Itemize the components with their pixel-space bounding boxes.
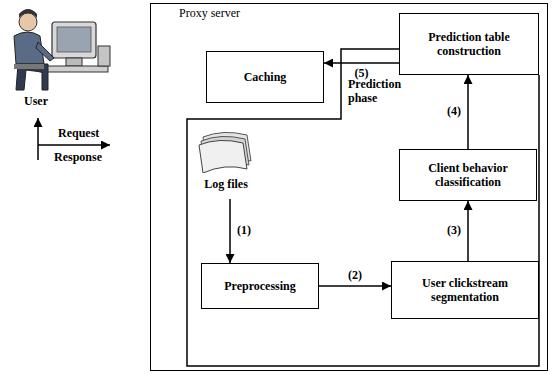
node-text: Client behavior classification: [406, 161, 530, 190]
process-box: Prediction table construction: [399, 13, 539, 75]
user-illustration: [14, 9, 110, 90]
node-text: Prediction phase: [348, 78, 408, 106]
request-label: Request: [58, 126, 99, 141]
response-label: Response: [54, 150, 102, 165]
step-number: (1): [236, 224, 252, 237]
flow-arrow: [467, 75, 469, 149]
process-box: Preprocessing: [201, 263, 319, 309]
flow-arrow: [229, 199, 231, 263]
node-text: Prediction table construction: [406, 30, 532, 59]
node-text: Log files: [193, 177, 259, 192]
process-box: Caching: [206, 51, 324, 103]
step-number: (2): [347, 269, 363, 282]
flow-arrow: [319, 285, 391, 287]
document-stack-icon: [197, 127, 257, 173]
node-text: User clickstream segmentation: [398, 276, 532, 305]
user-label: User: [24, 94, 48, 109]
flow-arrow: [324, 62, 399, 64]
phase-region: Prediction phaseLog filesPreprocessing Us…: [186, 48, 544, 368]
node-text: Preprocessing: [224, 279, 296, 293]
step-number: (3): [446, 224, 462, 237]
step-number: (4): [446, 105, 462, 118]
node-text: Caching: [244, 70, 287, 84]
step-number: (5): [354, 67, 370, 80]
node-text: Proxy server: [179, 6, 240, 21]
process-box: User clickstream segmentation: [391, 261, 539, 319]
proxy-server-frame: Proxy serverCaching Prediction table cons…: [150, 3, 548, 371]
flow-arrow: [467, 201, 469, 261]
process-box: Client behavior classification: [399, 149, 537, 201]
log-files-icon: Log files: [193, 127, 259, 199]
